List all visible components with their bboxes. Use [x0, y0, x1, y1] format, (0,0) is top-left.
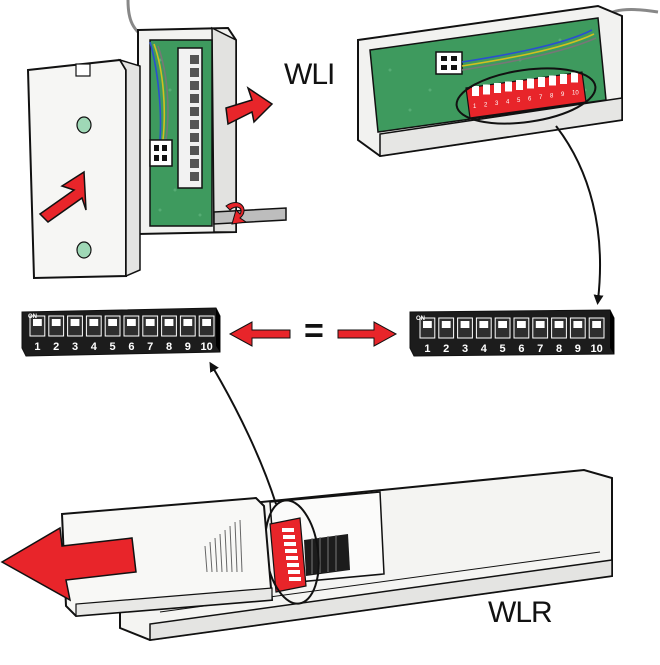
top-right-connector: [435, 51, 463, 75]
equals-sign: =: [304, 312, 324, 350]
top-right-dip-number-10: 10: [572, 91, 579, 97]
dip-right-number-4: 4: [481, 343, 488, 355]
dip-right-number-1: 1: [424, 343, 430, 355]
dip-right-switch-knob-6: [517, 321, 526, 328]
dip-left-number-5: 5: [110, 341, 116, 353]
dip-left-switch-knob-10: [202, 319, 211, 326]
wli-cover-hole-top: [76, 116, 92, 134]
dip-left-number-1: 1: [34, 341, 40, 353]
top-right-dip-number-1: 1: [473, 104, 477, 110]
dip-right-number-8: 8: [556, 343, 562, 355]
dip-left-number-2: 2: [53, 341, 59, 353]
wlr-black-dip: [304, 534, 350, 576]
dip-right-number-2: 2: [443, 343, 449, 355]
dip-right-number-10: 10: [590, 343, 602, 355]
top-right-dip-number-8: 8: [550, 94, 554, 100]
dip-left-number-8: 8: [166, 341, 172, 353]
wli-cover-left-arrow-icon: [38, 170, 87, 223]
top-right-to-dip-arrow-icon: [555, 125, 604, 305]
dip-left-number-3: 3: [72, 341, 78, 353]
dip-left-number-9: 9: [185, 341, 191, 353]
dip-left-on-label: ON: [28, 314, 37, 320]
dip-right-number-5: 5: [500, 343, 506, 355]
wlr-device: [0, 468, 613, 642]
left-red-pointer-arrow-icon: [228, 321, 291, 347]
dip-left-switch-knob-8: [164, 319, 174, 326]
dip-right-switch-knob-10: [592, 321, 601, 328]
dip-right-number-3: 3: [462, 343, 468, 355]
dip-left-switch-knob-3: [70, 319, 80, 326]
wli-connector: [149, 139, 173, 167]
dip-right-number-7: 7: [537, 343, 543, 355]
wli-front-cover: [26, 58, 127, 280]
dip-left-switch-knob-9: [183, 319, 193, 326]
dip-right-switch-knob-8: [554, 321, 564, 328]
dip-right-number-9: 9: [575, 343, 581, 355]
dip-right-switch-knob-9: [573, 321, 583, 328]
dip-left-number-10: 10: [200, 341, 212, 353]
dip-left-switch-knob-7: [145, 319, 155, 326]
dip-right-number-6: 6: [518, 343, 524, 355]
dip-left-switch-knob-4: [89, 319, 99, 326]
dip-left-number-7: 7: [147, 341, 153, 353]
wli-housing-right-arrow-icon: [225, 86, 274, 126]
wlr-label: WLR: [488, 596, 553, 629]
wlr-cover-grip: [204, 519, 243, 573]
dip-right-switch-knob-2: [441, 321, 451, 328]
dip-left-switch-knob-5: [108, 319, 117, 326]
dip-left-number-6: 6: [128, 341, 134, 353]
wli-cover-hole-bottom: [76, 241, 92, 259]
dip-left-switch-knob-1: [33, 319, 42, 326]
dip-right-switch-knob-5: [498, 321, 507, 328]
top-right-dip-number-9: 9: [561, 92, 565, 98]
dip-left-number-4: 4: [91, 341, 98, 353]
dip-right-on-label: ON: [416, 316, 425, 322]
dip-right-switch-knob-4: [479, 321, 489, 328]
dip-right-switch-knob-3: [460, 321, 470, 328]
dip-right-switch-knob-7: [535, 321, 545, 328]
right-red-pointer-arrow-icon: [337, 321, 398, 347]
wli-label: WLI: [284, 58, 335, 91]
dip-left-switch-knob-2: [51, 319, 61, 326]
wlr-cover-left-arrow-icon: [0, 526, 137, 602]
top-right-dip-number-5: 5: [517, 98, 521, 104]
top-right-module: 1 2 3 4 5 6 7 8 9 10: [357, 4, 659, 158]
dip-right-switch-knob-1: [423, 321, 432, 328]
wli-dip-switch: [177, 47, 203, 189]
top-right-dip-number-6: 6: [528, 97, 532, 103]
top-right-dip-number-7: 7: [539, 95, 543, 101]
top-right-highlight-ellipse: [455, 67, 597, 125]
wli-side-cable: [213, 207, 287, 225]
wli-device: [26, 0, 287, 280]
top-right-dip-number-4: 4: [506, 100, 510, 106]
top-right-dip-number-3: 3: [495, 101, 499, 107]
wli-cable-arrow-icon: [225, 202, 248, 225]
wlr-to-dip-arrow-icon: [209, 361, 277, 505]
dip-left-switch-knob-6: [127, 319, 136, 326]
top-right-dip-number-2: 2: [484, 103, 488, 109]
